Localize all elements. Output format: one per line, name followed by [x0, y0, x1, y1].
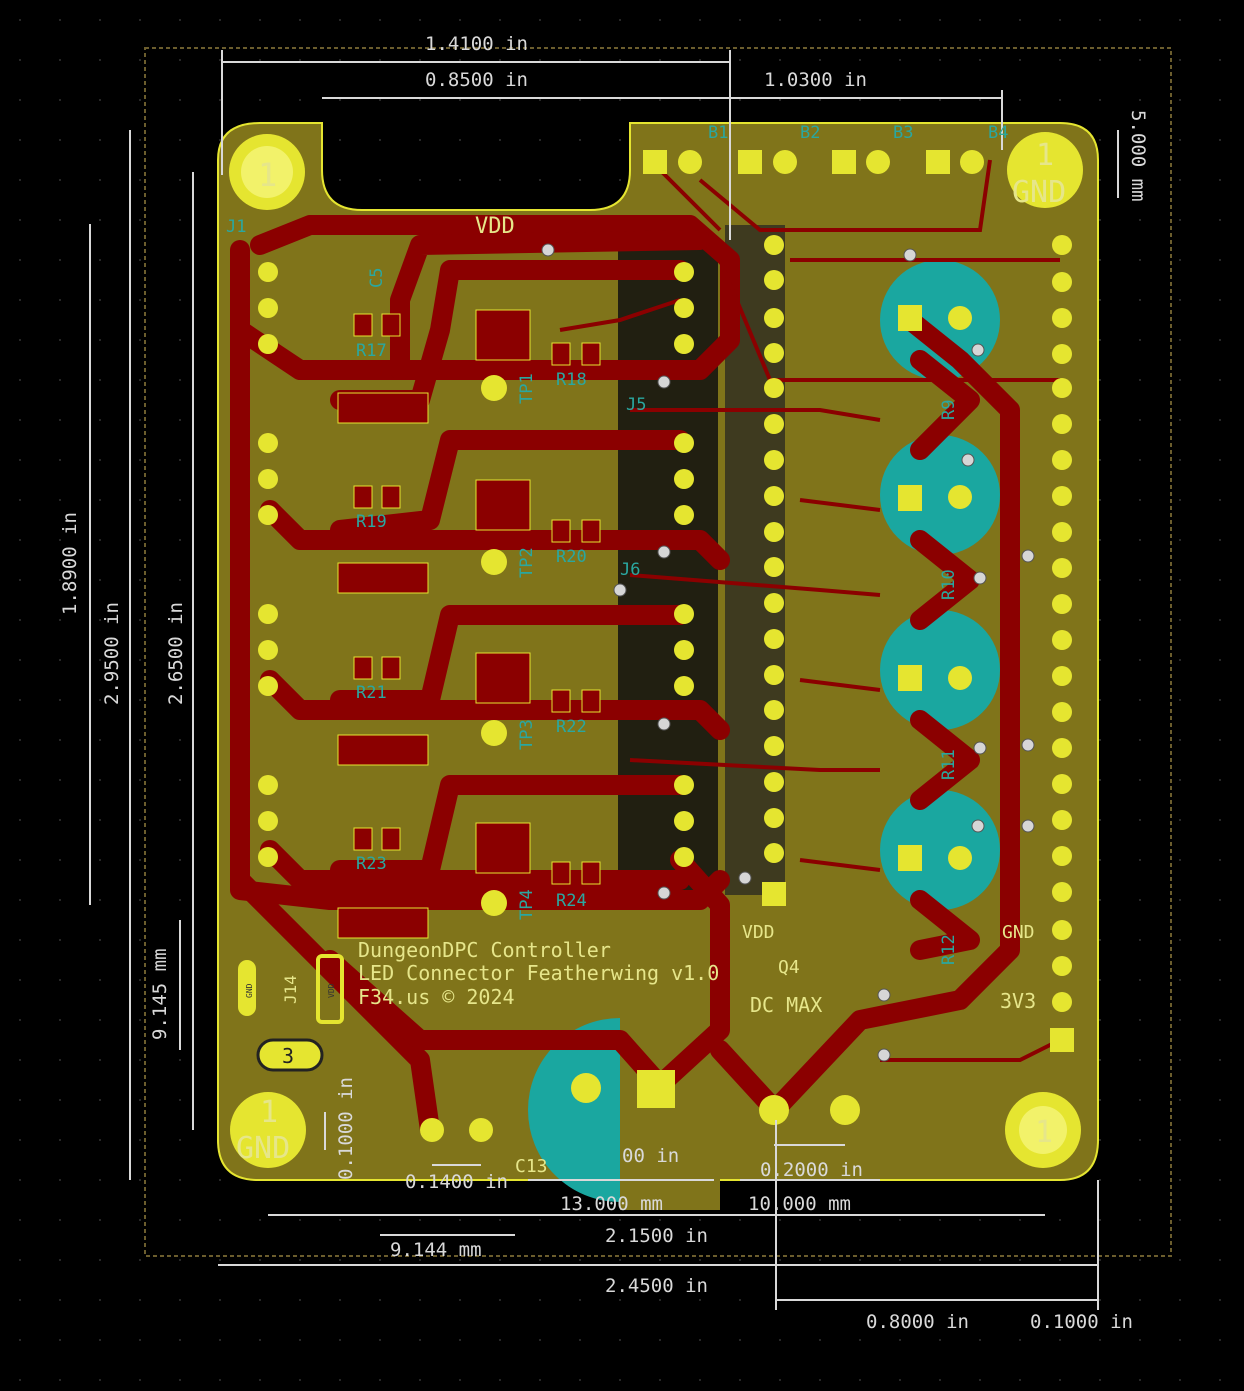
q4-label: Q4	[778, 957, 800, 978]
j14-label: J14	[281, 975, 300, 1004]
ref-tp3: TP3	[517, 719, 537, 750]
ref-b1: B1	[708, 123, 728, 143]
vdd-pin-label: VDD	[742, 922, 775, 943]
jumper-gnd-label: GND	[245, 983, 254, 998]
smd-resistors[interactable]	[337, 309, 601, 939]
mount-hole-label-tr: 1	[1036, 138, 1054, 173]
test-points[interactable]	[481, 375, 507, 916]
dc-max-label: DC MAX	[750, 993, 822, 1017]
dim-top-2: 0.8500 in	[425, 69, 528, 91]
ref-tp1: TP1	[517, 373, 537, 404]
dim-bottom-2: 13.000 mm	[560, 1193, 663, 1215]
ref-r17: R17	[356, 341, 387, 361]
vdd-net-label: VDD	[475, 214, 515, 239]
ref-c5: C5	[367, 268, 387, 288]
dim-bottom-small: 0.1000 in	[335, 1077, 357, 1180]
mosfet-pads[interactable]	[898, 305, 972, 871]
mount-hole-label-br: 1	[1035, 1115, 1053, 1150]
dim-bottom-9: 0.1000 in	[1030, 1311, 1133, 1333]
ref-r11: R11	[939, 749, 959, 780]
ref-j1: J1	[226, 217, 246, 237]
ref-b4: B4	[988, 123, 1008, 143]
mount-hole-label-bl: 1	[260, 1095, 278, 1130]
cap-body-4	[880, 790, 1000, 910]
ref-j6: J6	[620, 560, 640, 580]
ref-tp2: TP2	[517, 547, 537, 578]
top-connector-pads[interactable]	[643, 150, 984, 174]
mount-hole-top-right[interactable]	[1007, 132, 1083, 208]
header-j6[interactable]	[1050, 235, 1074, 1052]
ref-r10: R10	[939, 569, 959, 600]
ref-b2: B2	[800, 123, 820, 143]
mount-hole-label-tl: 1	[258, 156, 277, 194]
dim-top-right: 5.000 mm	[1127, 110, 1149, 202]
dimension-lines	[89, 50, 1119, 1310]
jumper-3[interactable]	[256, 1038, 324, 1072]
dim-bottom-1: 0.1400 in	[405, 1171, 508, 1193]
ref-r18: R18	[556, 370, 587, 390]
ref-r23: R23	[356, 854, 387, 874]
jumper-vdd-label: VDD	[327, 983, 336, 998]
ref-tp4: TP4	[517, 889, 537, 920]
dim-left-4: 9.145 mm	[149, 948, 171, 1040]
jumper-3-label: 3	[282, 1044, 294, 1068]
mount-hole-bottom-left[interactable]	[230, 1092, 306, 1168]
dim-bottom-8: 0.8000 in	[866, 1311, 969, 1333]
ref-r21: R21	[356, 683, 387, 703]
power-pads[interactable]	[420, 1070, 860, 1142]
silkscreen-title: DungeonDPC Controller	[358, 938, 611, 962]
led-connector-pads[interactable]	[258, 262, 694, 867]
dim-bottom-4: 0.2000 in	[760, 1159, 863, 1181]
header-j5[interactable]	[762, 235, 786, 906]
cap-body-3	[880, 610, 1000, 730]
silkscreen-copyright: F34.us © 2024	[358, 985, 515, 1009]
v3-pin-label: 3V3	[1000, 989, 1036, 1013]
dim-top-3: 1.0300 in	[764, 69, 867, 91]
ref-r19: R19	[356, 512, 387, 532]
dim-mid-partial: 00 in	[622, 1145, 679, 1167]
dim-top-1: 1.4100 in	[425, 33, 528, 55]
dim-bottom-7: 2.4500 in	[605, 1275, 708, 1297]
dim-left-2: 2.9500 in	[101, 602, 123, 705]
ref-r24: R24	[556, 891, 587, 911]
cap-body-1	[880, 260, 1000, 380]
page-frame	[144, 47, 1172, 1257]
jumper-vdd[interactable]	[316, 954, 344, 1024]
dim-left-1: 1.8900 in	[59, 512, 81, 615]
dim-bottom-6: 9.144 mm	[390, 1239, 482, 1261]
dim-bottom-5: 2.1500 in	[605, 1225, 708, 1247]
jumper-gnd[interactable]	[238, 960, 256, 1016]
ref-r9: R9	[939, 400, 959, 420]
ref-r22: R22	[556, 717, 587, 737]
gnd-pin-label: GND	[1002, 922, 1035, 943]
dim-left-3: 2.6500 in	[165, 602, 187, 705]
ref-b3: B3	[893, 123, 913, 143]
dim-bottom-3: 10.000 mm	[748, 1193, 851, 1215]
c13-label: C13	[515, 1156, 548, 1177]
ref-r20: R20	[556, 547, 587, 567]
mount-hole-gnd-tr: GND	[1012, 175, 1066, 210]
ref-r12: R12	[939, 934, 959, 965]
ref-j5: J5	[626, 395, 646, 415]
mount-hole-gnd-bl: GND	[236, 1131, 290, 1166]
mount-hole-top-left[interactable]	[229, 134, 305, 210]
vdd-trace[interactable]	[230, 215, 740, 910]
vias	[541, 243, 1035, 1062]
silkscreen-subtitle: LED Connector Featherwing v1.0	[358, 961, 719, 985]
mount-hole-bottom-right[interactable]	[1005, 1092, 1081, 1168]
